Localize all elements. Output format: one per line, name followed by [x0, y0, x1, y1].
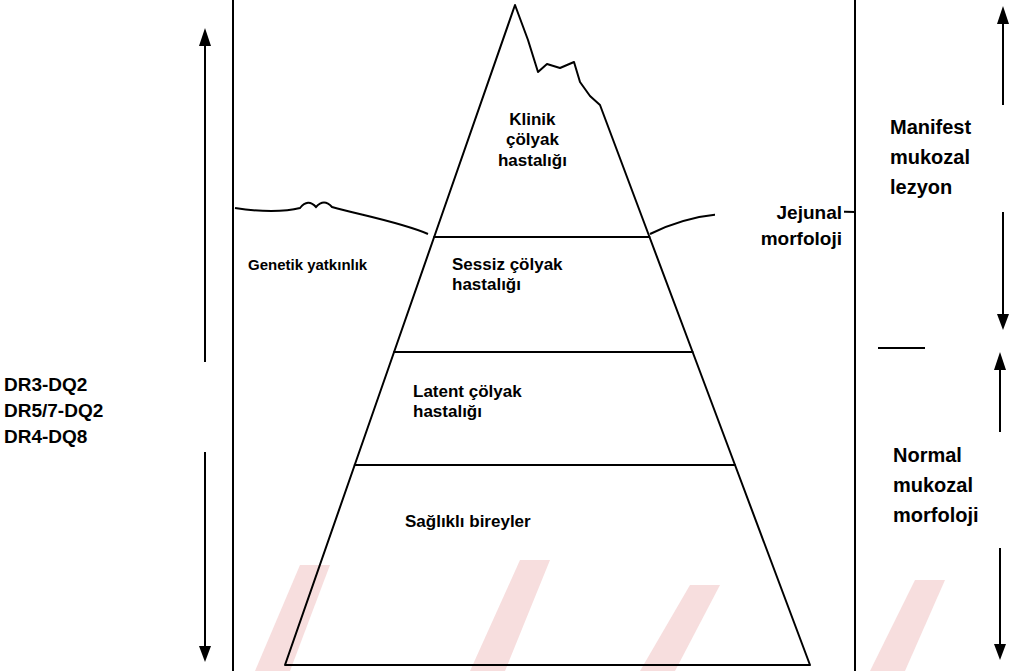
annotation-label: Genetik yatkınlık	[248, 256, 378, 275]
watermark-stripe	[470, 560, 550, 671]
annotation-label: Normal mukozal morfoloji	[893, 440, 1018, 530]
arrow-shaft	[999, 368, 1001, 432]
annotation-label: DR3-DQ2	[4, 374, 184, 397]
watermark-stripe	[870, 580, 945, 671]
annotation-label: Manifest mukozal lezyon	[890, 112, 1015, 202]
iceberg-band: Latent çölyak hastalığı	[352, 350, 737, 467]
band-label: Sessiz çölyak hastalığı	[452, 255, 592, 296]
arrow-shaft	[999, 548, 1001, 646]
watermark	[255, 560, 945, 671]
iceberg-band: Klinik çölyak hastalığı	[432, 3, 652, 239]
band-label: Sağlıklı bireyler	[405, 512, 575, 532]
water-line	[235, 203, 428, 235]
band-shape	[394, 237, 693, 352]
arrowhead	[994, 644, 1006, 660]
annotation-label: DR4-DQ8	[4, 426, 184, 449]
iceberg-band: Sağlıklı bireyler	[283, 463, 812, 667]
band-shape	[434, 5, 649, 237]
arrowhead	[199, 28, 211, 46]
band-shape	[355, 352, 735, 465]
annotation-label: Jejunal morfoloji	[715, 200, 844, 251]
annotation-label: DR5/7-DQ2	[4, 400, 184, 423]
arrowhead	[994, 352, 1006, 370]
band-label: Klinik çölyak hastalığı	[484, 110, 580, 171]
arrow-shaft	[204, 452, 206, 648]
arrow-shaft	[1002, 212, 1004, 316]
divider-line	[854, 0, 856, 671]
band-outline	[392, 235, 695, 354]
arrow-shaft	[1002, 22, 1004, 105]
band-outline	[283, 463, 812, 667]
iceberg-band: Sessiz çölyak hastalığı	[392, 235, 695, 354]
arrowhead	[997, 6, 1009, 24]
watermark-stripe	[640, 585, 720, 671]
arrowhead	[997, 314, 1009, 330]
arrowhead	[199, 646, 211, 662]
band-outline	[352, 350, 737, 467]
arrow-shaft	[204, 44, 206, 362]
band-label: Latent çölyak hastalığı	[413, 382, 563, 423]
separator-tick	[878, 347, 925, 349]
watermark-stripe	[255, 565, 330, 671]
divider-line	[232, 0, 234, 671]
band-shape	[285, 465, 810, 665]
